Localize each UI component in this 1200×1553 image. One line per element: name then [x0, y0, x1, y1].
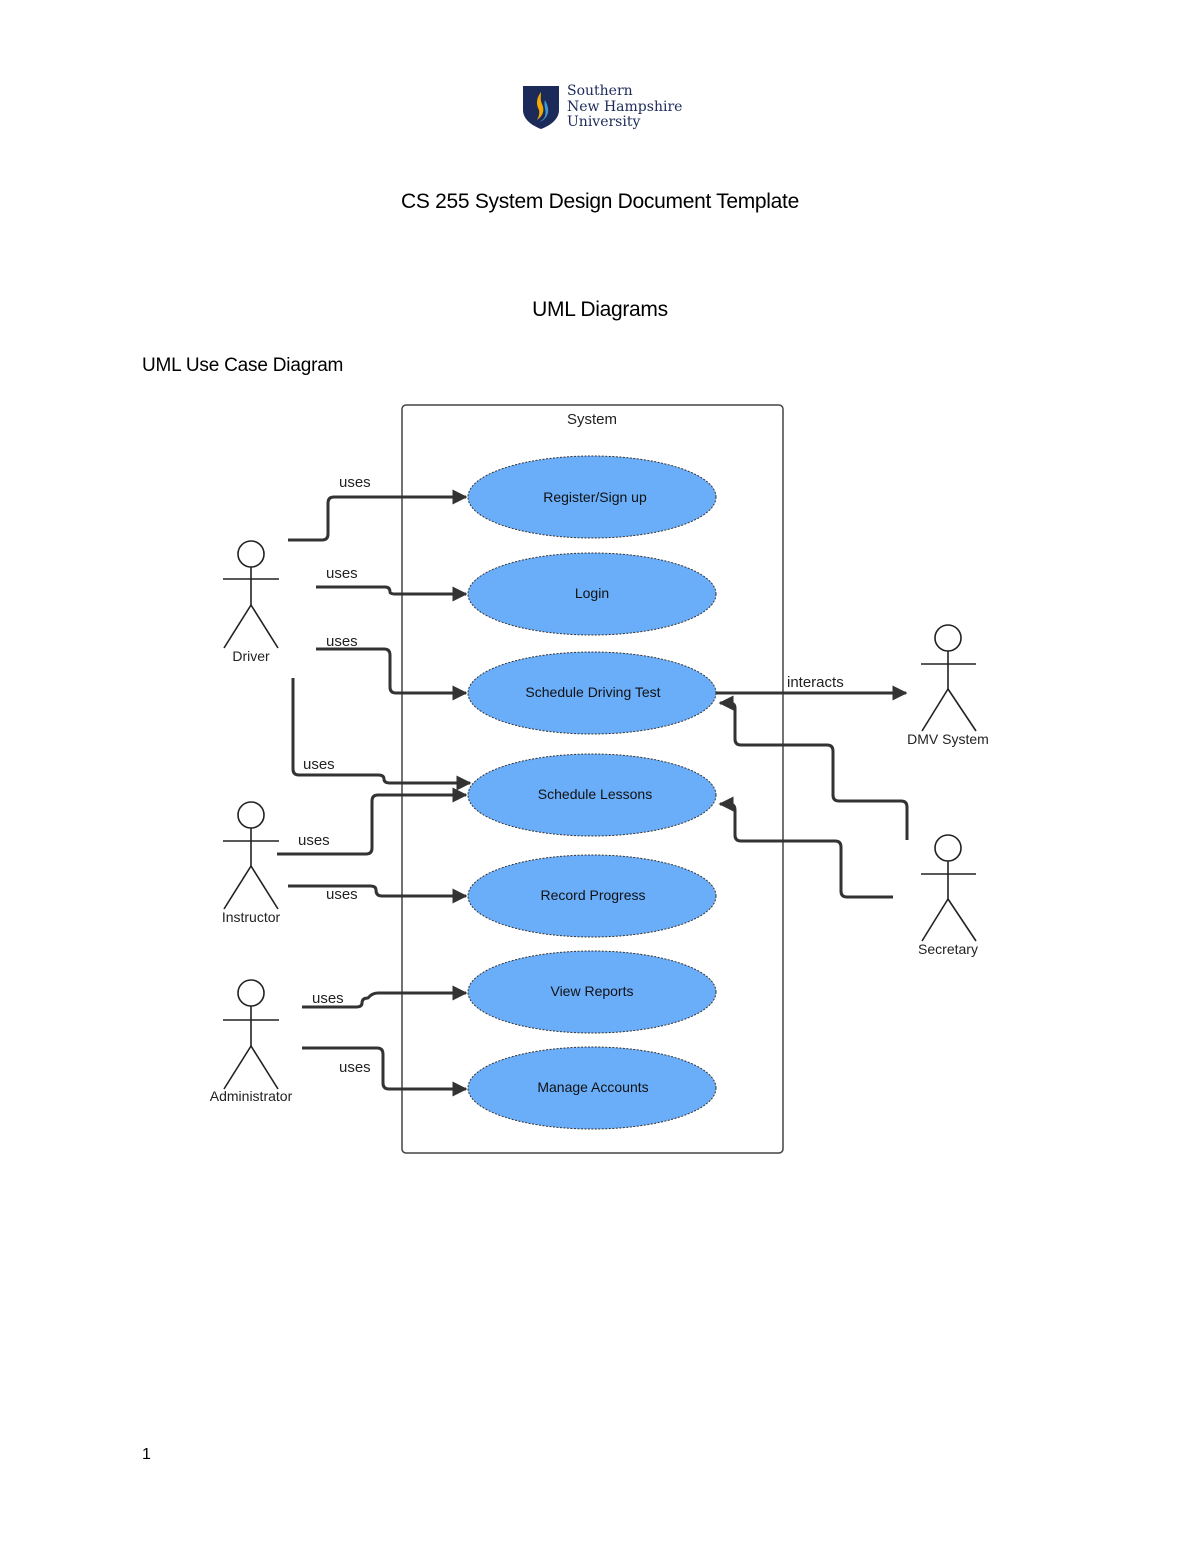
use-case-label: Manage Accounts — [537, 1079, 648, 1095]
use-case-record-progress: Record Progress — [467, 854, 717, 938]
actor-head — [237, 540, 265, 568]
relation-label: uses — [339, 474, 371, 491]
document-title: CS 255 System Design Document Template — [401, 190, 799, 213]
relation-secretary-schedule-lessons — [718, 796, 893, 899]
actor-administrator — [223, 979, 279, 1090]
relation-instructor-record-progress — [288, 884, 468, 904]
relation-label: uses — [339, 1059, 371, 1076]
system-boundary — [401, 404, 784, 1154]
shield-flame-icon — [523, 86, 559, 129]
use-case-register: Register/Sign up — [467, 455, 717, 539]
actor-label-driver: Driver — [232, 648, 270, 664]
use-case-label: Record Progress — [540, 887, 645, 903]
use-case-schedule-driving-test: Schedule Driving Test — [467, 651, 717, 735]
use-case-login: Login — [467, 552, 717, 636]
relation-label: uses — [298, 832, 330, 849]
actor-dmv-system — [921, 624, 977, 732]
page-number: 1 — [142, 1446, 151, 1463]
use-case-label: Schedule Lessons — [538, 786, 652, 802]
relation-label: interacts — [787, 674, 844, 691]
snhu-logo: Southern New Hampshire University — [521, 83, 691, 132]
system-boundary-label: System — [567, 411, 617, 428]
logo-line-1: Southern — [567, 83, 633, 99]
relation-secretary-schedule-test — [718, 695, 909, 840]
use-case-manage-accounts: Manage Accounts — [467, 1046, 717, 1130]
use-case-label: Schedule Driving Test — [525, 684, 660, 700]
use-case-label: View Reports — [550, 983, 633, 999]
relation-label: uses — [312, 990, 344, 1007]
relation-label: uses — [326, 886, 358, 903]
relation-instructor-schedule-lessons — [277, 787, 468, 856]
subsection-title: UML Use Case Diagram — [142, 355, 344, 376]
use-case-label: Register/Sign up — [543, 489, 647, 505]
relation-admin-manage-accounts — [302, 1046, 468, 1097]
actor-driver — [223, 540, 279, 649]
university-name: Southern New Hampshire University — [567, 83, 683, 131]
relation-admin-view-reports — [302, 985, 468, 1009]
use-case-view-reports: View Reports — [467, 950, 717, 1034]
relation-label: uses — [326, 633, 358, 650]
relation-label: uses — [326, 565, 358, 582]
relation-label: uses — [303, 756, 335, 773]
relation-driver-login — [316, 585, 468, 602]
relation-driver-register — [288, 489, 468, 542]
logo-line-2: New Hampshire — [567, 98, 683, 115]
relation-driver-schedule-test — [316, 647, 468, 701]
section-title: UML Diagrams — [532, 298, 668, 321]
relation-driver-schedule-lessons — [291, 678, 472, 791]
logo-line-3: University — [567, 114, 641, 130]
actor-label-dmv-system: DMV System — [907, 731, 989, 747]
actor-label-administrator: Administrator — [210, 1088, 293, 1104]
use-case-label: Login — [575, 585, 609, 601]
actor-instructor — [223, 801, 279, 910]
actor-label-instructor: Instructor — [222, 909, 281, 925]
actor-label-secretary: Secretary — [918, 941, 978, 957]
use-case-schedule-lessons: Schedule Lessons — [467, 753, 717, 837]
actor-secretary — [921, 834, 977, 942]
